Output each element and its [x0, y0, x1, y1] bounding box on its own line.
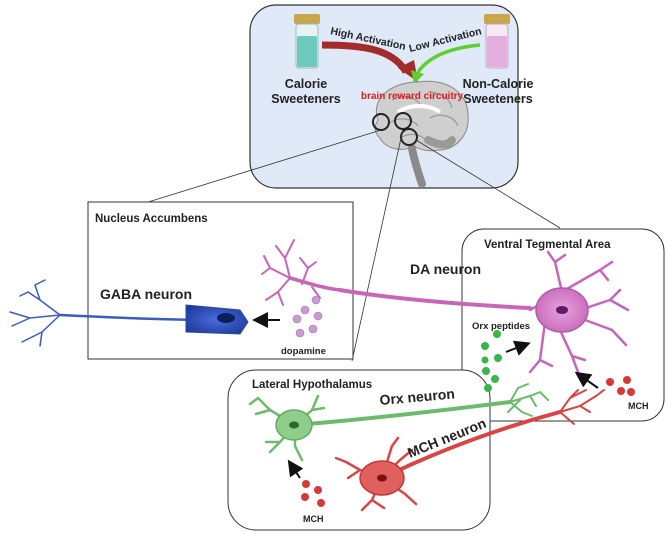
orx-neuron-label: Orx neuron — [379, 385, 456, 408]
na-title: Nucleus Accumbens — [95, 213, 208, 225]
dopamine-vesicles — [292, 295, 323, 338]
gaba-label: GABA neuron — [100, 286, 192, 302]
vta-connector — [415, 139, 561, 229]
vta-mch-vesicles — [606, 376, 635, 396]
sweetener-panel: Calorie Sweeteners Non-Calorie Sweetener… — [249, 4, 534, 189]
vta-mch-arrow — [574, 371, 599, 389]
brain-icon — [374, 80, 469, 188]
noncalorie-label-1: Non-Calorie — [463, 77, 534, 91]
calorie-label-1: Calorie — [285, 77, 327, 91]
noncalorie-label-2: Sweeteners — [463, 92, 533, 106]
vta-orx-vesicles — [481, 330, 502, 364]
da-neuron — [261, 239, 630, 374]
vta-mch-label: MCH — [628, 401, 649, 411]
mch-neuron — [334, 389, 605, 512]
lh-mch-vesicles — [301, 480, 325, 507]
brain-reward-label: brain reward circuitry — [361, 91, 464, 102]
vta-title: Ventral Tegmental Area — [484, 239, 611, 251]
lh-connector — [351, 128, 404, 362]
calorie-vial-icon — [294, 14, 320, 69]
lh-mch-label: MCH — [303, 514, 324, 524]
lh-orx-vesicles — [482, 367, 499, 392]
orx-peptides-label: Orx peptides — [472, 321, 530, 332]
da-label: DA neuron — [410, 261, 481, 277]
calorie-label-2: Sweeteners — [271, 92, 341, 106]
lh-title: Lateral Hypothalamus — [252, 379, 372, 391]
low-activation-arrowhead — [411, 70, 424, 84]
noncalorie-vial-icon — [484, 14, 510, 69]
orx-neuron — [248, 383, 549, 462]
high-activation-arrow — [321, 41, 410, 74]
low-activation-arrow — [416, 43, 481, 74]
orx-arrow — [505, 340, 531, 356]
nucleus-accumbens-box: Nucleus Accumbens GABA neuron dopamine — [87, 201, 354, 360]
dopamine-label: dopamine — [281, 346, 326, 357]
lh-mch-arrow — [287, 459, 304, 479]
gaba-neuron — [9, 279, 249, 347]
na-connector — [144, 129, 382, 204]
